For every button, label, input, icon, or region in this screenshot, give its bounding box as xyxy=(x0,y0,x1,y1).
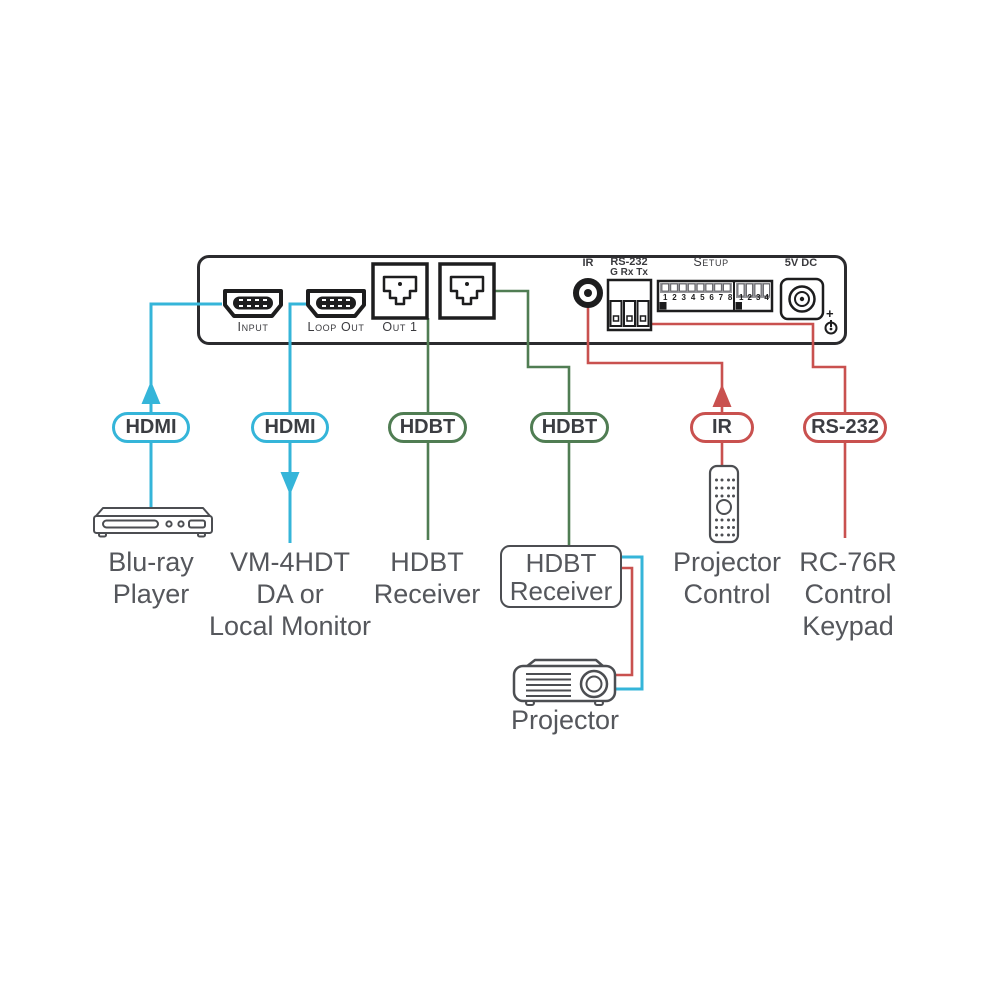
out1-port-label: Out 1 xyxy=(382,320,418,334)
badge-hdbt-2: HDBT xyxy=(530,412,609,443)
hdbt-receiver1-label: HDBT Receiver xyxy=(337,546,517,610)
wire-bluray-to-input xyxy=(149,302,222,508)
rs232-pins-label: G Rx Tx xyxy=(610,267,648,278)
wire-loopout-to-monitor xyxy=(288,302,310,543)
power-port-label: 5V DC xyxy=(784,257,818,269)
hdmi-arrows xyxy=(141,381,300,495)
rc76r-line3: Keypad xyxy=(802,611,894,641)
loop-monitor-line3: Local Monitor xyxy=(208,611,372,641)
loop-monitor-label: VM-4HDT DA or Local Monitor xyxy=(170,546,410,642)
projector-line1: Projector xyxy=(510,705,620,735)
dc-polarity-icon xyxy=(824,320,838,335)
arrow-up-input xyxy=(141,381,161,404)
bluray-line1: Blu-ray xyxy=(108,547,194,577)
remote-control-icon xyxy=(708,464,740,544)
arrow-down-monitor xyxy=(280,472,300,495)
loop-out-port-label: Loop Out xyxy=(307,320,365,334)
arrow-up-ir xyxy=(712,384,732,407)
hdbt-receiver1-line2: Receiver xyxy=(373,579,481,609)
polarity-plus-label: + xyxy=(826,306,834,321)
rc76r-line1: RC-76R xyxy=(799,547,897,577)
hdbt-out2-port xyxy=(438,262,496,320)
loop-monitor-line1: VM-4HDT xyxy=(230,547,350,577)
hdmi-loop-out-port xyxy=(306,289,366,318)
badge-hdmi-1: HDMI xyxy=(112,412,190,443)
bluray-line2: Player xyxy=(112,579,190,609)
rc76r-line2: Control xyxy=(804,579,892,609)
control-arrows xyxy=(712,384,732,407)
wire-receiver-to-projector-rs232 xyxy=(616,566,634,677)
badge-hdbt-1: HDBT xyxy=(388,412,467,443)
bluray-player-icon xyxy=(93,507,213,538)
rs232-port xyxy=(606,278,653,332)
setup-dip-switches xyxy=(656,279,774,313)
remote-buttons xyxy=(715,478,735,537)
badge-rs232: RS-232 xyxy=(803,412,887,443)
projector-vents xyxy=(526,673,571,697)
ir-port-label: IR xyxy=(582,257,594,269)
wire-receiver-to-projector-hdmi xyxy=(616,555,644,691)
dip4-numbers: 1 2 3 4 xyxy=(739,293,770,302)
ir-port xyxy=(573,278,603,308)
bluray-player-label: Blu-ray Player xyxy=(51,546,251,610)
projector-icon xyxy=(512,658,617,706)
hdbt-receiver-box: HDBT Receiver xyxy=(500,545,622,608)
projector-control-label: Projector Control xyxy=(627,546,827,610)
projector-control-line1: Projector xyxy=(672,547,782,577)
dip8-numbers: 1 2 3 4 5 6 7 8 xyxy=(663,293,734,302)
hdbt-out1-port xyxy=(371,262,429,320)
projector-label: Projector xyxy=(465,704,665,736)
rs232-port-label: RS-232 xyxy=(610,256,648,268)
rc76r-label: RC-76R Control Keypad xyxy=(758,546,938,642)
hdmi-input-port xyxy=(223,289,283,318)
hdbt-receiver-box-line2: Receiver xyxy=(509,575,613,606)
power-port xyxy=(779,277,825,321)
setup-label: Setup xyxy=(693,255,729,269)
badge-hdmi-2: HDMI xyxy=(251,412,329,443)
hdbt-receiver1-line1: HDBT xyxy=(390,547,464,577)
hdbt-receiver-box-line1: HDBT xyxy=(525,547,597,578)
loop-monitor-line2: DA or xyxy=(256,579,324,609)
badge-ir: IR xyxy=(690,412,754,443)
projector-control-line2: Control xyxy=(683,579,771,609)
input-port-label: Input xyxy=(237,320,269,334)
